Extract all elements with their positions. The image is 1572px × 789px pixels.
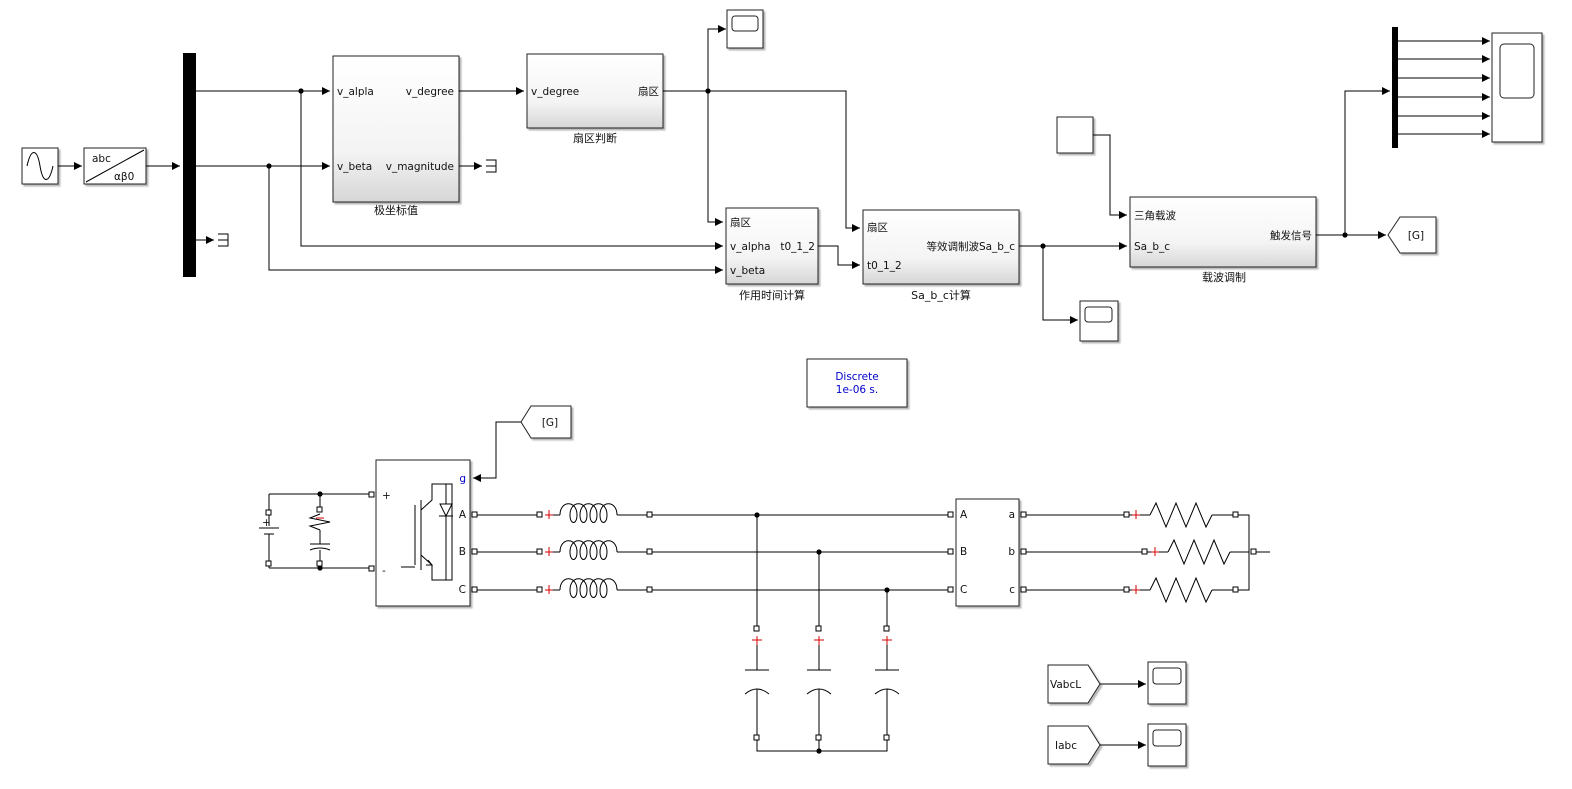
from-vabcl-tag[interactable]: VabcL	[1047, 664, 1101, 704]
triangle-carrier-source[interactable]	[1056, 116, 1094, 154]
inductor-icon[interactable]	[536, 540, 653, 560]
capacitor-icon[interactable]	[806, 552, 832, 741]
time-calc-in1-label: 扇区	[730, 216, 751, 229]
sine-wave-icon	[26, 152, 54, 180]
from-g-tag[interactable]: [G]	[520, 405, 572, 439]
scope-icon	[731, 15, 759, 32]
time-calc-caption: 作用时间计算	[739, 288, 805, 302]
sector-caption: 扇区判断	[573, 131, 617, 145]
inverter-minus-label: -	[382, 565, 386, 577]
sabc-out-label: 等效调制波Sa_b_c	[926, 240, 1015, 253]
inductor-icon[interactable]	[536, 503, 653, 523]
powergui-line1: Discrete	[835, 371, 878, 383]
inverter-gate-label: g	[459, 473, 466, 485]
measure-C-label: C	[960, 584, 967, 596]
transform-input-label: abc	[92, 153, 111, 165]
resistor-icon[interactable]	[1123, 501, 1239, 529]
time-calc-block[interactable]: 扇区 v_alpha v_beta t0_1_2	[725, 207, 819, 285]
svg-text:+: +	[262, 517, 271, 529]
igbt-diode-icon	[401, 483, 453, 581]
from-vabcl-label: VabcL	[1050, 679, 1081, 691]
measure-a-label: a	[1009, 509, 1015, 521]
inverter-plus-label: +	[382, 490, 391, 502]
transform-output-label: αβ0	[114, 171, 134, 183]
inverter-B-label: B	[459, 546, 466, 558]
capacitor-icon[interactable]	[744, 515, 770, 741]
powergui-block[interactable]: Discrete 1e-06 s.	[806, 358, 908, 408]
goto-g-tag[interactable]: [G]	[1387, 216, 1437, 254]
sabc-in1-label: 扇区	[867, 221, 888, 234]
measure-c-label: c	[1009, 584, 1015, 596]
scope-gate-signals[interactable]	[1491, 32, 1543, 143]
carrier-out-label: 触发信号	[1270, 229, 1312, 242]
polar-in2-label: v_beta	[337, 161, 372, 173]
abc-to-alphabeta0-block[interactable]: abc αβ0	[83, 147, 147, 185]
inductor-icon[interactable]	[536, 578, 653, 598]
resistor-icon[interactable]	[1141, 538, 1249, 566]
three-phase-measurement[interactable]: A B C a b c	[947, 498, 1027, 607]
sabc-caption: Sa_b_c计算	[911, 288, 971, 302]
scope-sabc[interactable]	[1079, 300, 1119, 342]
polar-in1-label: v_alpla	[337, 86, 374, 98]
polar-out2-label: v_magnitude	[386, 161, 454, 173]
powergui-line2: 1e-06 s.	[836, 384, 878, 396]
sabc-block[interactable]: 扇区 t0_1_2 等效调制波Sa_b_c	[862, 209, 1020, 285]
time-calc-out-label: t0_1_2	[780, 241, 815, 253]
dc-source-icon[interactable]: +	[259, 494, 279, 568]
terminator-icon	[486, 159, 497, 173]
scope-icon	[1084, 306, 1113, 323]
measure-b-label: b	[1008, 546, 1015, 558]
scope-icon	[1152, 667, 1182, 685]
carrier-block[interactable]: 三角载波 Sa_b_c 触发信号	[1129, 196, 1317, 268]
inverter-A-label: A	[459, 509, 467, 521]
terminator-icon	[218, 233, 229, 247]
polar-block[interactable]: v_alpla v_beta v_degree v_magnitude	[332, 55, 460, 203]
measure-B-label: B	[960, 546, 967, 558]
inverter-bridge[interactable]: + - g A B C	[368, 459, 478, 607]
capacitor-icon[interactable]	[874, 590, 900, 741]
scope-icon	[1152, 729, 1182, 747]
demux-bar[interactable]	[183, 53, 196, 277]
sector-in-label: v_degree	[531, 86, 579, 98]
sabc-in2-label: t0_1_2	[867, 260, 902, 272]
sine-wave-source[interactable]	[21, 147, 59, 185]
scope-sector[interactable]	[726, 9, 764, 49]
capacitor-icon[interactable]	[308, 494, 331, 568]
from-iabc-label: Iabc	[1055, 740, 1077, 752]
sector-block[interactable]: v_degree 扇区	[526, 53, 664, 129]
time-calc-in2-label: v_alpha	[730, 241, 771, 253]
scope-iabc[interactable]	[1147, 723, 1187, 767]
polar-caption: 极坐标值	[374, 203, 418, 217]
sector-out-label: 扇区	[638, 85, 659, 98]
scope-icon	[1499, 43, 1535, 99]
resistor-icon[interactable]	[1123, 576, 1239, 604]
demux-output-bar[interactable]	[1392, 27, 1398, 148]
from-iabc-tag[interactable]: Iabc	[1047, 725, 1101, 765]
time-calc-in3-label: v_beta	[730, 265, 765, 277]
scope-vabcl[interactable]	[1147, 661, 1187, 705]
carrier-caption: 载波调制	[1202, 271, 1246, 284]
inverter-C-label: C	[459, 584, 466, 596]
polar-out1-label: v_degree	[406, 86, 454, 98]
measure-A-label: A	[960, 509, 968, 521]
carrier-in2-label: Sa_b_c	[1134, 241, 1170, 253]
carrier-in1-label: 三角载波	[1134, 209, 1176, 222]
from-g-label: [G]	[542, 417, 558, 429]
goto-g-label: [G]	[1408, 230, 1424, 242]
